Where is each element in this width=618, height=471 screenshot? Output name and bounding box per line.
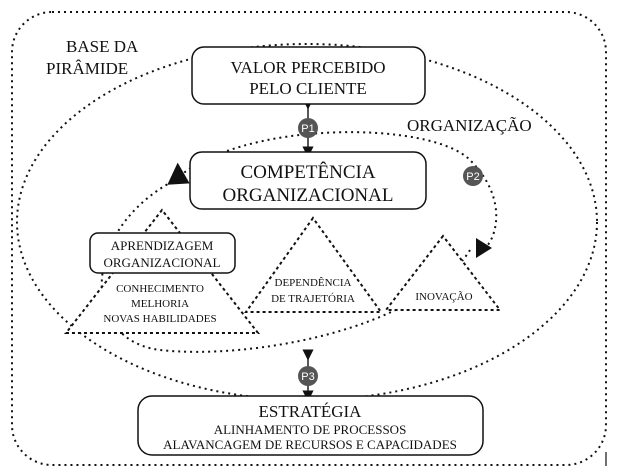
estrategia-box: [137, 395, 484, 456]
base-label-line2: PIRÂMIDE: [46, 59, 128, 78]
p2-marker: [463, 166, 483, 186]
inovacao-label: INOVAÇÃO: [415, 291, 472, 303]
organization-label: ORGANIZAÇÃO: [407, 116, 532, 135]
aprendizagem-item-3: NOVAS HABILIDADES: [103, 313, 216, 325]
dependencia-line1: DEPENDÊNCIA: [275, 277, 352, 289]
valor-line1: VALOR PERCEBIDO: [230, 58, 385, 77]
competencia-box: [189, 151, 427, 210]
loop-arrow-right-icon: [476, 238, 492, 258]
p2-label: P2: [466, 171, 479, 183]
competencia-line1: COMPETÊNCIA: [240, 161, 375, 183]
base-label-line1: BASE DA: [66, 37, 139, 56]
loop-arrow-left-icon: [167, 162, 190, 185]
aprendizagem-item-1: CONHECIMENTO: [116, 283, 204, 295]
valor-box: [191, 46, 426, 105]
aprendizagem-box: [89, 232, 236, 274]
base-frame: [11, 11, 607, 466]
dependencia-line2: DE TRAJETÓRIA: [271, 293, 355, 305]
competencia-line2: ORGANIZACIONAL: [223, 185, 394, 206]
aprendizagem-line2: ORGANIZACIONAL: [104, 255, 221, 270]
valor-line2: PELO CLIENTE: [249, 79, 367, 98]
triangle-dependencia: [244, 216, 383, 313]
estrategia-line1: ALINHAMENTO DE PROCESSOS: [214, 422, 407, 437]
p3-marker: [298, 366, 318, 386]
p1-marker: [298, 118, 318, 138]
estrategia-line2: ALAVANCAGEM DE RECURSOS E CAPACIDADES: [163, 437, 457, 452]
estrategia-title: ESTRATÉGIA: [259, 402, 363, 421]
aprendizagem-item-2: MELHORIA: [131, 298, 189, 310]
triangle-inovacao: [383, 234, 503, 311]
p1-label: P1: [301, 123, 314, 135]
p3-label: P3: [301, 371, 314, 383]
aprendizagem-line1: APRENDIZAGEM: [111, 238, 214, 253]
